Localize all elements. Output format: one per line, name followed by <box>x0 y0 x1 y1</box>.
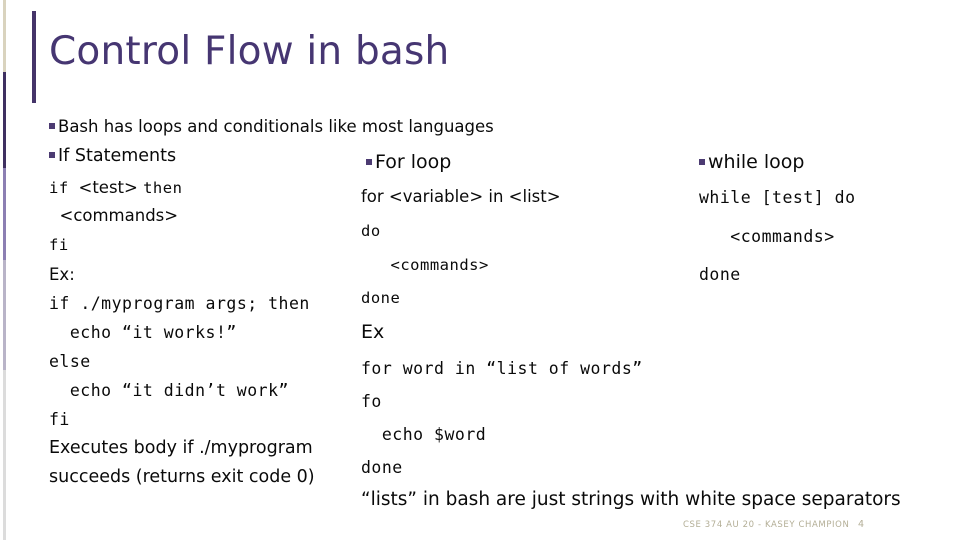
right-column-heading: while loop <box>699 151 804 174</box>
left-code-line-9: fi <box>49 410 70 429</box>
left-code-line-3: fi <box>49 236 69 254</box>
right-syntax-line-2: <commands> <box>699 227 835 246</box>
square-bullet-icon <box>699 159 705 165</box>
middle-example-line-2: fo <box>361 392 382 411</box>
left-code-line-6: echo “it works!” <box>49 323 237 342</box>
middle-syntax-line-2: do <box>361 222 381 240</box>
stripe-segment-light <box>3 260 6 370</box>
footer-caption: “lists” in bash are just strings with wh… <box>361 489 901 510</box>
left-code-line-8: echo “it didn’t work” <box>49 381 289 400</box>
intro-bullet-label: Bash has loops and conditionals like mos… <box>58 117 494 136</box>
left-code-line-7: else <box>49 352 91 371</box>
left-code-line-5: if ./myprogram args; then <box>49 294 310 313</box>
middle-example-line-4: done <box>361 458 403 477</box>
footer-course-meta: CSE 374 AU 20 - KASEY CHAMPION <box>683 520 850 530</box>
left-column-heading: If Statements <box>49 146 176 167</box>
middle-column-heading-label: For loop <box>375 151 452 173</box>
intro-bullet-item: Bash has loops and conditionals like mos… <box>49 117 494 137</box>
stripe-segment-dark <box>3 72 6 168</box>
left-code-line-2: <commands> <box>49 206 179 225</box>
stripe-segment-mid <box>3 168 6 260</box>
left-code-line-1: if <test> then <box>49 178 183 197</box>
left-note-line-1: Executes body if ./myprogram <box>49 438 313 458</box>
square-bullet-icon <box>49 152 55 158</box>
middle-example-line-3: echo $word <box>361 425 487 444</box>
right-column-heading-label: while loop <box>708 151 805 173</box>
left-note-line-2: succeeds (returns exit code 0) <box>49 467 315 487</box>
square-bullet-icon <box>366 159 372 165</box>
middle-example-label: Ex <box>361 321 385 343</box>
stripe-segment-cream <box>3 0 6 72</box>
page-title: Control Flow in bash <box>49 29 450 74</box>
right-syntax-line-3: done <box>699 265 741 284</box>
middle-example-line-1: for word in “list of words” <box>361 359 643 378</box>
square-bullet-icon <box>49 123 55 129</box>
right-syntax-line-1: while [test] do <box>699 188 856 207</box>
middle-column-heading: For loop <box>366 151 451 174</box>
middle-syntax-line-1: for <variable> in <list> <box>361 187 561 206</box>
stripe-segment-pale <box>3 370 6 540</box>
title-accent-bar <box>32 11 36 103</box>
slide-number: 4 <box>858 519 865 530</box>
left-column-heading-label: If Statements <box>58 146 177 166</box>
left-example-label: Ex: <box>49 265 75 284</box>
middle-syntax-line-4: done <box>361 289 401 307</box>
middle-syntax-line-3: <commands> <box>361 256 489 274</box>
left-edge-stripe <box>3 0 6 540</box>
